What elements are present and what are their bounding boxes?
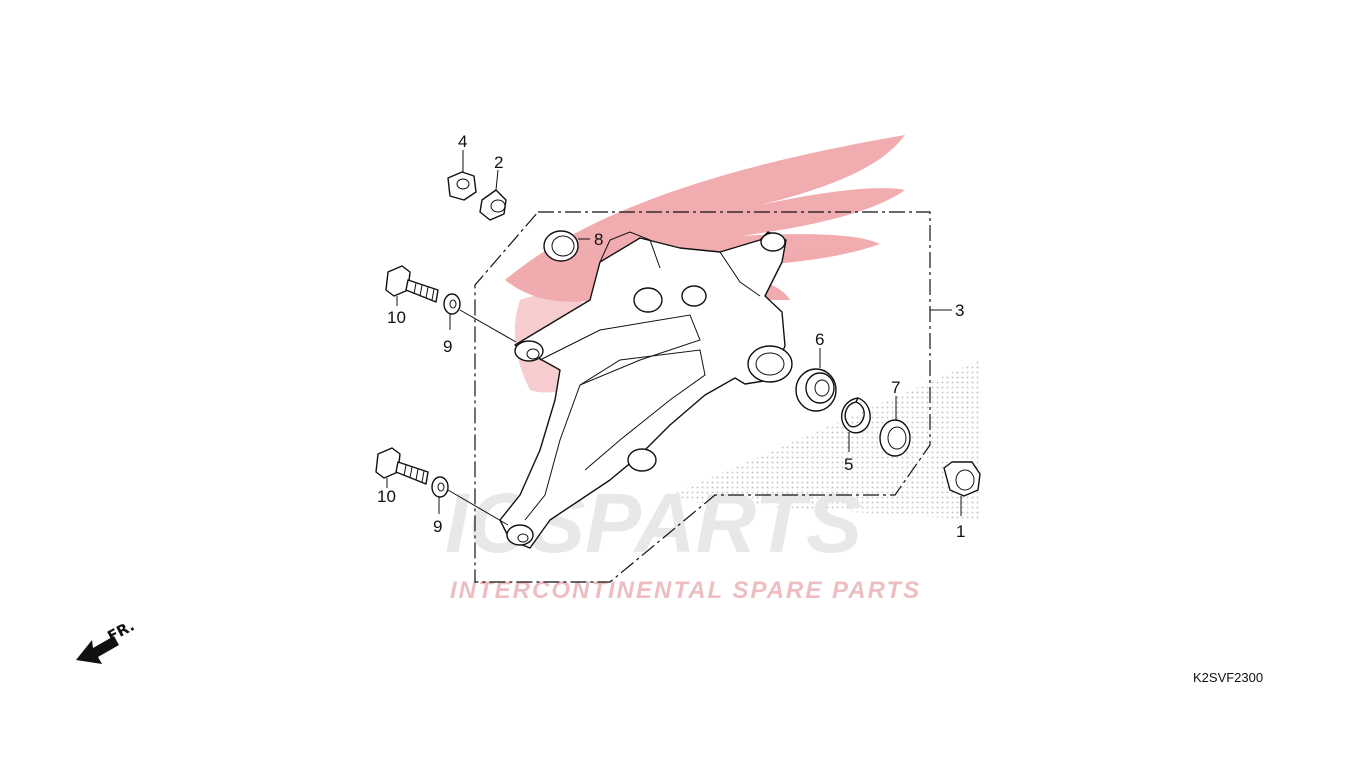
dust-seal-part-7 (879, 419, 911, 457)
callout-6: 6 (815, 330, 824, 349)
callout-4: 4 (458, 132, 467, 151)
front-direction-indicator: FR. (76, 617, 137, 664)
bolt-part-10-lower (375, 447, 429, 485)
callout-7: 7 (891, 378, 900, 397)
callout-9-lower: 9 (433, 517, 442, 536)
swing-arm (499, 231, 793, 549)
collar-part-2 (479, 189, 507, 221)
callout-3: 3 (955, 301, 964, 320)
leader-lines (386, 150, 962, 526)
washer-part-9-upper (443, 293, 461, 315)
bearing-part-6 (795, 368, 837, 412)
front-arrow-icon (76, 636, 119, 664)
callout-10-upper: 10 (387, 308, 406, 327)
bolt-part-10-upper (385, 265, 439, 303)
callout-5: 5 (844, 455, 853, 474)
callout-10-lower: 10 (377, 487, 396, 506)
honda-dotted-logo (660, 360, 980, 520)
callout-9-upper: 9 (443, 337, 452, 356)
dust-seal-part-8 (543, 230, 579, 262)
callout-8: 8 (594, 230, 603, 249)
diagram-code: K2SVF2300 (1193, 670, 1263, 685)
washer-part-9-lower (431, 476, 449, 498)
assembly-outline (474, 211, 931, 583)
cap-part-1 (943, 461, 981, 497)
callout-2: 2 (494, 153, 503, 172)
nut-part-4 (447, 171, 477, 201)
watermark-small-text: INTERCONTINENTAL SPARE PARTS (450, 577, 921, 604)
callout-1: 1 (956, 522, 965, 541)
circlip-part-5 (840, 397, 871, 434)
callouts: 4 2 8 10 9 3 6 7 5 1 10 9 (377, 132, 965, 541)
